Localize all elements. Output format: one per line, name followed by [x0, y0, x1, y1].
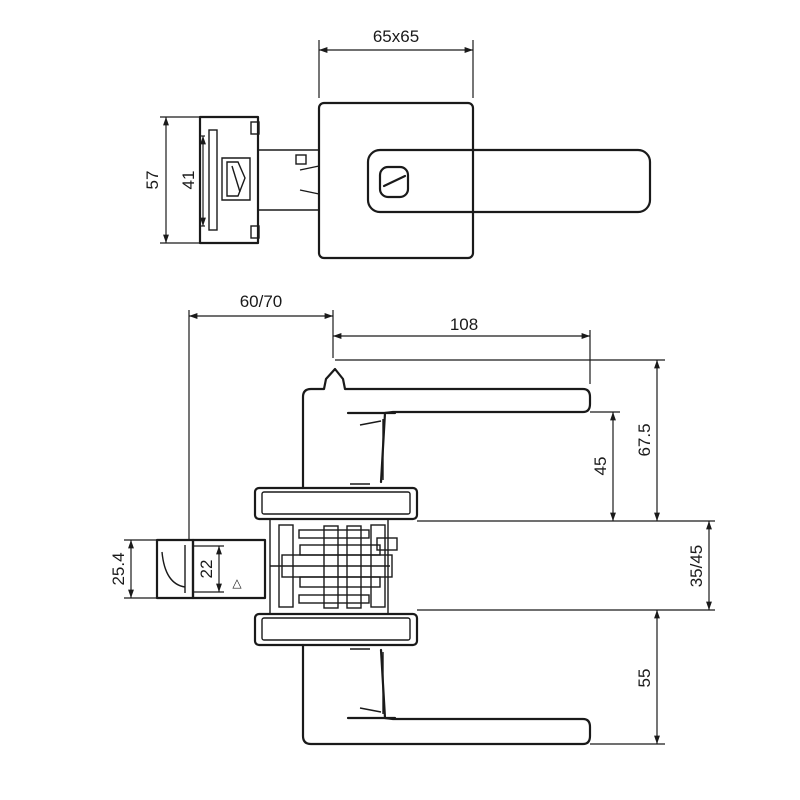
lower-rose — [253, 612, 419, 647]
dim-backset: 60/70 — [240, 292, 283, 311]
dim-lever-to-rose: 45 — [591, 457, 610, 476]
latch-direction-marker: △ — [232, 576, 242, 590]
latch-side: △ — [155, 538, 267, 600]
square-rose — [317, 101, 475, 260]
dim-rose-height-outer: 57 — [143, 171, 162, 190]
dim-faceplate: 25.4 — [109, 552, 128, 585]
privacy-turn — [378, 165, 410, 199]
mechanism — [269, 518, 398, 615]
dim-door-thickness: 35/45 — [687, 545, 706, 588]
dim-rose-height-inner: 41 — [179, 171, 198, 190]
upper-lever — [301, 367, 592, 490]
side-view: △ 60/70 108 67.5 45 35/45 — [109, 292, 715, 746]
dim-rose-size: 65x65 — [373, 27, 419, 46]
dim-latch-bolt: 22 — [197, 560, 216, 579]
lower-lever — [301, 643, 592, 746]
top-view: 65x65 57 41 — [143, 27, 652, 260]
dim-lever-length: 108 — [450, 315, 478, 334]
dim-lever-height-upper: 67.5 — [635, 423, 654, 456]
lever-front — [366, 148, 652, 214]
dim-lever-drop-lower: 55 — [635, 669, 654, 688]
